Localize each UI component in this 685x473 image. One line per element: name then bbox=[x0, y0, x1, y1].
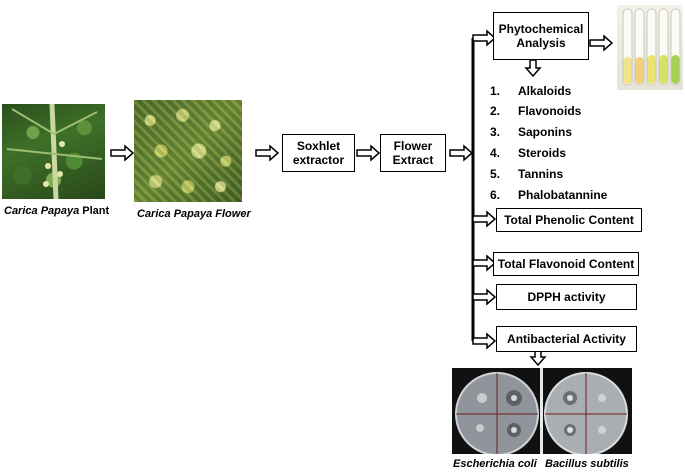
flower-extract-label: Flower Extract bbox=[392, 139, 434, 167]
list-item-name: Saponins bbox=[518, 125, 573, 139]
total-phenolic-label: Total Phenolic Content bbox=[504, 213, 634, 227]
flower-caption: Carica Papaya Flower bbox=[137, 208, 251, 220]
arrow-to-antibacterial bbox=[472, 333, 496, 349]
papaya-plant-photo bbox=[2, 104, 105, 199]
arrow-phyto-down bbox=[525, 59, 541, 77]
papaya-flower-photo bbox=[134, 100, 242, 202]
soxhlet-extractor-box: Soxhlet extractor bbox=[282, 134, 355, 172]
ecoli-caption: Escherichia coli bbox=[453, 458, 537, 470]
arrow-extract-to-trunk bbox=[449, 145, 473, 161]
list-item-number: 1. bbox=[490, 84, 501, 98]
list-item-number: 5. bbox=[490, 167, 501, 181]
antibacterial-label: Antibacterial Activity bbox=[507, 332, 626, 346]
arrow-to-dpph bbox=[472, 289, 496, 305]
list-item-number: 3. bbox=[490, 125, 501, 139]
dpph-activity-box: DPPH activity bbox=[496, 284, 637, 310]
arrow-to-phytochemical bbox=[472, 30, 496, 46]
list-item-name: Tannins bbox=[518, 167, 564, 181]
dpph-label: DPPH activity bbox=[527, 290, 606, 304]
total-phenolic-box: Total Phenolic Content bbox=[496, 208, 642, 232]
list-item-number: 6. bbox=[490, 188, 501, 202]
plant-caption-rest: Plant bbox=[79, 205, 110, 217]
flower-extract-box: Flower Extract bbox=[380, 134, 446, 172]
phytochemical-analysis-box: Phytochemical Analysis bbox=[493, 12, 589, 60]
arrow-to-test-tubes bbox=[589, 35, 613, 51]
test-tubes-photo bbox=[617, 5, 683, 90]
plant-caption-italic: Carica Papaya bbox=[4, 205, 80, 217]
agar-plates-graphic bbox=[455, 368, 628, 454]
bsubtilis-caption-text: Bacillus subtilis bbox=[545, 458, 629, 470]
total-flavonoid-label: Total Flavonoid Content bbox=[497, 257, 635, 271]
list-item-name: Alkaloids bbox=[518, 84, 572, 98]
agar-plates-photo bbox=[452, 368, 632, 454]
list-item-name: Steroids bbox=[518, 146, 567, 160]
list-item-number: 4. bbox=[490, 146, 501, 160]
test-tubes-graphic bbox=[622, 8, 681, 86]
plant-caption: Carica Papaya Plant bbox=[4, 205, 109, 217]
list-item-name: Flavonoids bbox=[518, 104, 582, 118]
flower-caption-text: Carica Papaya Flower bbox=[137, 208, 251, 220]
phytochemical-label: Phytochemical Analysis bbox=[498, 22, 584, 50]
plant-stalk-graphic bbox=[6, 104, 103, 199]
list-item-name: Phalobatannine bbox=[518, 188, 608, 202]
flower-texture bbox=[134, 100, 242, 202]
arrow-soxhlet-to-extract bbox=[356, 145, 380, 161]
arrow-to-phenolic bbox=[472, 211, 496, 227]
list-item-number: 2. bbox=[490, 104, 501, 118]
arrow-flower-to-soxhlet bbox=[255, 145, 279, 161]
arrow-plant-to-flower bbox=[110, 145, 134, 161]
arrow-to-flavonoid bbox=[472, 255, 496, 271]
total-flavonoid-box: Total Flavonoid Content bbox=[493, 252, 639, 276]
bsubtilis-caption: Bacillus subtilis bbox=[545, 458, 629, 470]
ecoli-caption-text: Escherichia coli bbox=[453, 458, 537, 470]
antibacterial-activity-box: Antibacterial Activity bbox=[496, 326, 637, 352]
soxhlet-label: Soxhlet extractor bbox=[292, 139, 345, 167]
